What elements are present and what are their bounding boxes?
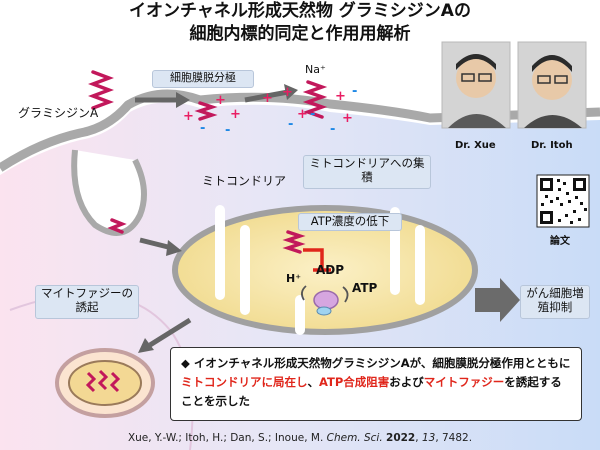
svg-text:-: - <box>225 123 230 138</box>
citation-authors: Xue, Y.-W.; Itoh, H.; Dan, S.; Inoue, M. <box>127 432 324 444</box>
author-name-itoh: Dr. Itoh <box>531 140 573 151</box>
mitophagy-label: マイトファジーの誘起 <box>35 285 139 319</box>
citation-pages: 7482. <box>442 432 473 444</box>
adp-label: ADP <box>316 263 345 277</box>
summary-text-3: および <box>389 375 424 389</box>
title-line-2: 細胞内標的同定と作用用解析 <box>189 24 411 44</box>
atp-label: ATP <box>352 281 378 295</box>
svg-text:+: + <box>282 85 293 100</box>
cancer-inhibition-label: がん細胞増殖抑制 <box>520 285 590 319</box>
atp-synthase-icon <box>301 285 349 316</box>
summary-highlight-mitochondria: ミトコンドリアに局在し <box>181 375 308 389</box>
gramicidin-label: グラミシジンA <box>18 106 99 120</box>
mitochondria-label: ミトコンドリア <box>202 174 287 188</box>
svg-text:+: + <box>335 89 346 104</box>
atp-decrease-label: ATP濃度の低下 <box>298 213 402 231</box>
citation-journal: Chem. Sci. <box>326 432 383 444</box>
autophagosome <box>55 348 155 418</box>
svg-text:+: + <box>342 111 353 126</box>
svg-text:+: + <box>183 109 194 124</box>
summary-text-1: イオンチャネル形成天然物グラミシジンAが、細胞膜脱分極作用とともに <box>193 356 571 370</box>
accumulation-label: ミトコンドリアへの集積 <box>303 155 431 189</box>
page-title: イオンチャネル形成天然物 グラミシジンAの 細胞内標的同定と作用用解析 <box>0 0 600 46</box>
summary-bullet: ◆ <box>181 356 190 370</box>
gramicidin-helix <box>88 70 328 254</box>
svg-text:-: - <box>310 107 315 122</box>
summary-text-4: を誘起することを示した <box>181 375 562 408</box>
depolarization-label: 細胞膜脱分極 <box>152 70 254 88</box>
qr-code <box>536 174 590 228</box>
summary-text-2: 、 <box>307 375 320 389</box>
svg-text:-: - <box>288 117 293 132</box>
summary-box: ◆ イオンチャネル形成天然物グラミシジンAが、細胞膜脱分極作用とともにミトコンド… <box>170 347 582 421</box>
qr-caption: 論文 <box>550 236 570 247</box>
citation-volume: 13 <box>421 432 436 444</box>
svg-text:-: - <box>200 121 205 136</box>
process-arrows <box>135 84 520 353</box>
svg-text:+: + <box>297 107 308 122</box>
endocytosis-pit <box>71 149 147 236</box>
author-name-xue: Dr. Xue <box>455 140 496 151</box>
svg-text:-: - <box>330 122 335 137</box>
na-ion-label: Na⁺ <box>305 63 326 76</box>
citation: Xue, Y.-W.; Itoh, H.; Dan, S.; Inoue, M.… <box>127 432 473 444</box>
h-ion-label: H⁺ <box>286 272 302 285</box>
inhibition-symbol <box>303 248 331 272</box>
svg-text:+: + <box>262 91 273 106</box>
title-line-1: イオンチャネル形成天然物 グラミシジンAの <box>129 1 471 21</box>
author-photos <box>441 41 587 129</box>
svg-text:+: + <box>215 93 226 108</box>
plasma-membrane <box>0 89 600 172</box>
membrane-charges: + + + + + + + + - - - - - - <box>183 84 357 138</box>
svg-text:-: - <box>352 84 357 99</box>
citation-year: 2022 <box>386 432 416 444</box>
svg-text:+: + <box>230 107 241 122</box>
summary-highlight-atp: ATP合成阻害 <box>319 375 390 389</box>
summary-highlight-mitophagy: マイトファジー <box>423 375 505 389</box>
